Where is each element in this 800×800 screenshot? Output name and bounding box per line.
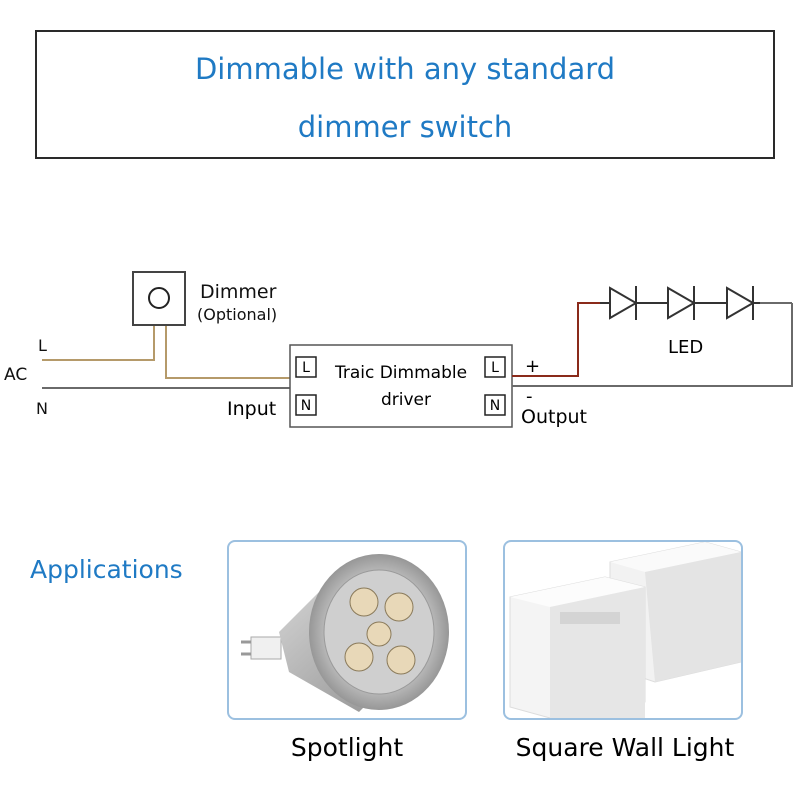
live-wire-out (165, 325, 290, 379)
dimmer-label: Dimmer (200, 281, 277, 303)
output-label: Output (521, 406, 587, 428)
input-terminal-l-label: L (302, 360, 310, 376)
live-wire-in (42, 325, 155, 361)
wiring-diagram: Dimmer (Optional) L AC N L N L N Traic D… (4, 271, 793, 428)
ac-label: AC (4, 365, 27, 385)
l-label: L (38, 336, 47, 355)
banner-line-2: dimmer switch (297, 110, 513, 144)
led-diode-3 (726, 286, 760, 320)
driver-box (289, 344, 513, 428)
input-terminal-n-label: N (301, 398, 311, 414)
output-terminal-l (484, 356, 506, 378)
input-label: Input (227, 398, 276, 420)
banner-line-1: Dimmable with any standard (194, 52, 616, 86)
driver-label-1: Traic Dimmable (334, 363, 467, 383)
driver-label-2: driver (381, 390, 431, 410)
applications-heading: Applications (30, 555, 183, 584)
led-label: LED (668, 337, 703, 358)
led-diode-1 (600, 286, 668, 320)
led-diode-2 (667, 286, 727, 320)
plus-label: + (525, 356, 540, 377)
spotlight-photo (227, 540, 467, 720)
dimmer-sub-label: (Optional) (197, 305, 277, 324)
output-terminal-n-label: N (490, 398, 500, 414)
minus-label: - (526, 386, 533, 407)
dimmer-knob-icon (148, 287, 170, 309)
input-terminal-n (295, 394, 317, 416)
negative-wire (512, 303, 793, 387)
square-wall-light-caption: Square Wall Light (515, 733, 735, 762)
input-terminal-l (295, 356, 317, 378)
square-wall-light-photo (503, 540, 743, 720)
positive-wire (512, 302, 600, 377)
n-label: N (36, 399, 48, 418)
output-terminal-l-label: L (491, 360, 499, 376)
title-banner: Dimmable with any standard dimmer switch (35, 30, 775, 159)
output-terminal-n (484, 394, 506, 416)
spotlight-caption: Spotlight (290, 733, 404, 762)
